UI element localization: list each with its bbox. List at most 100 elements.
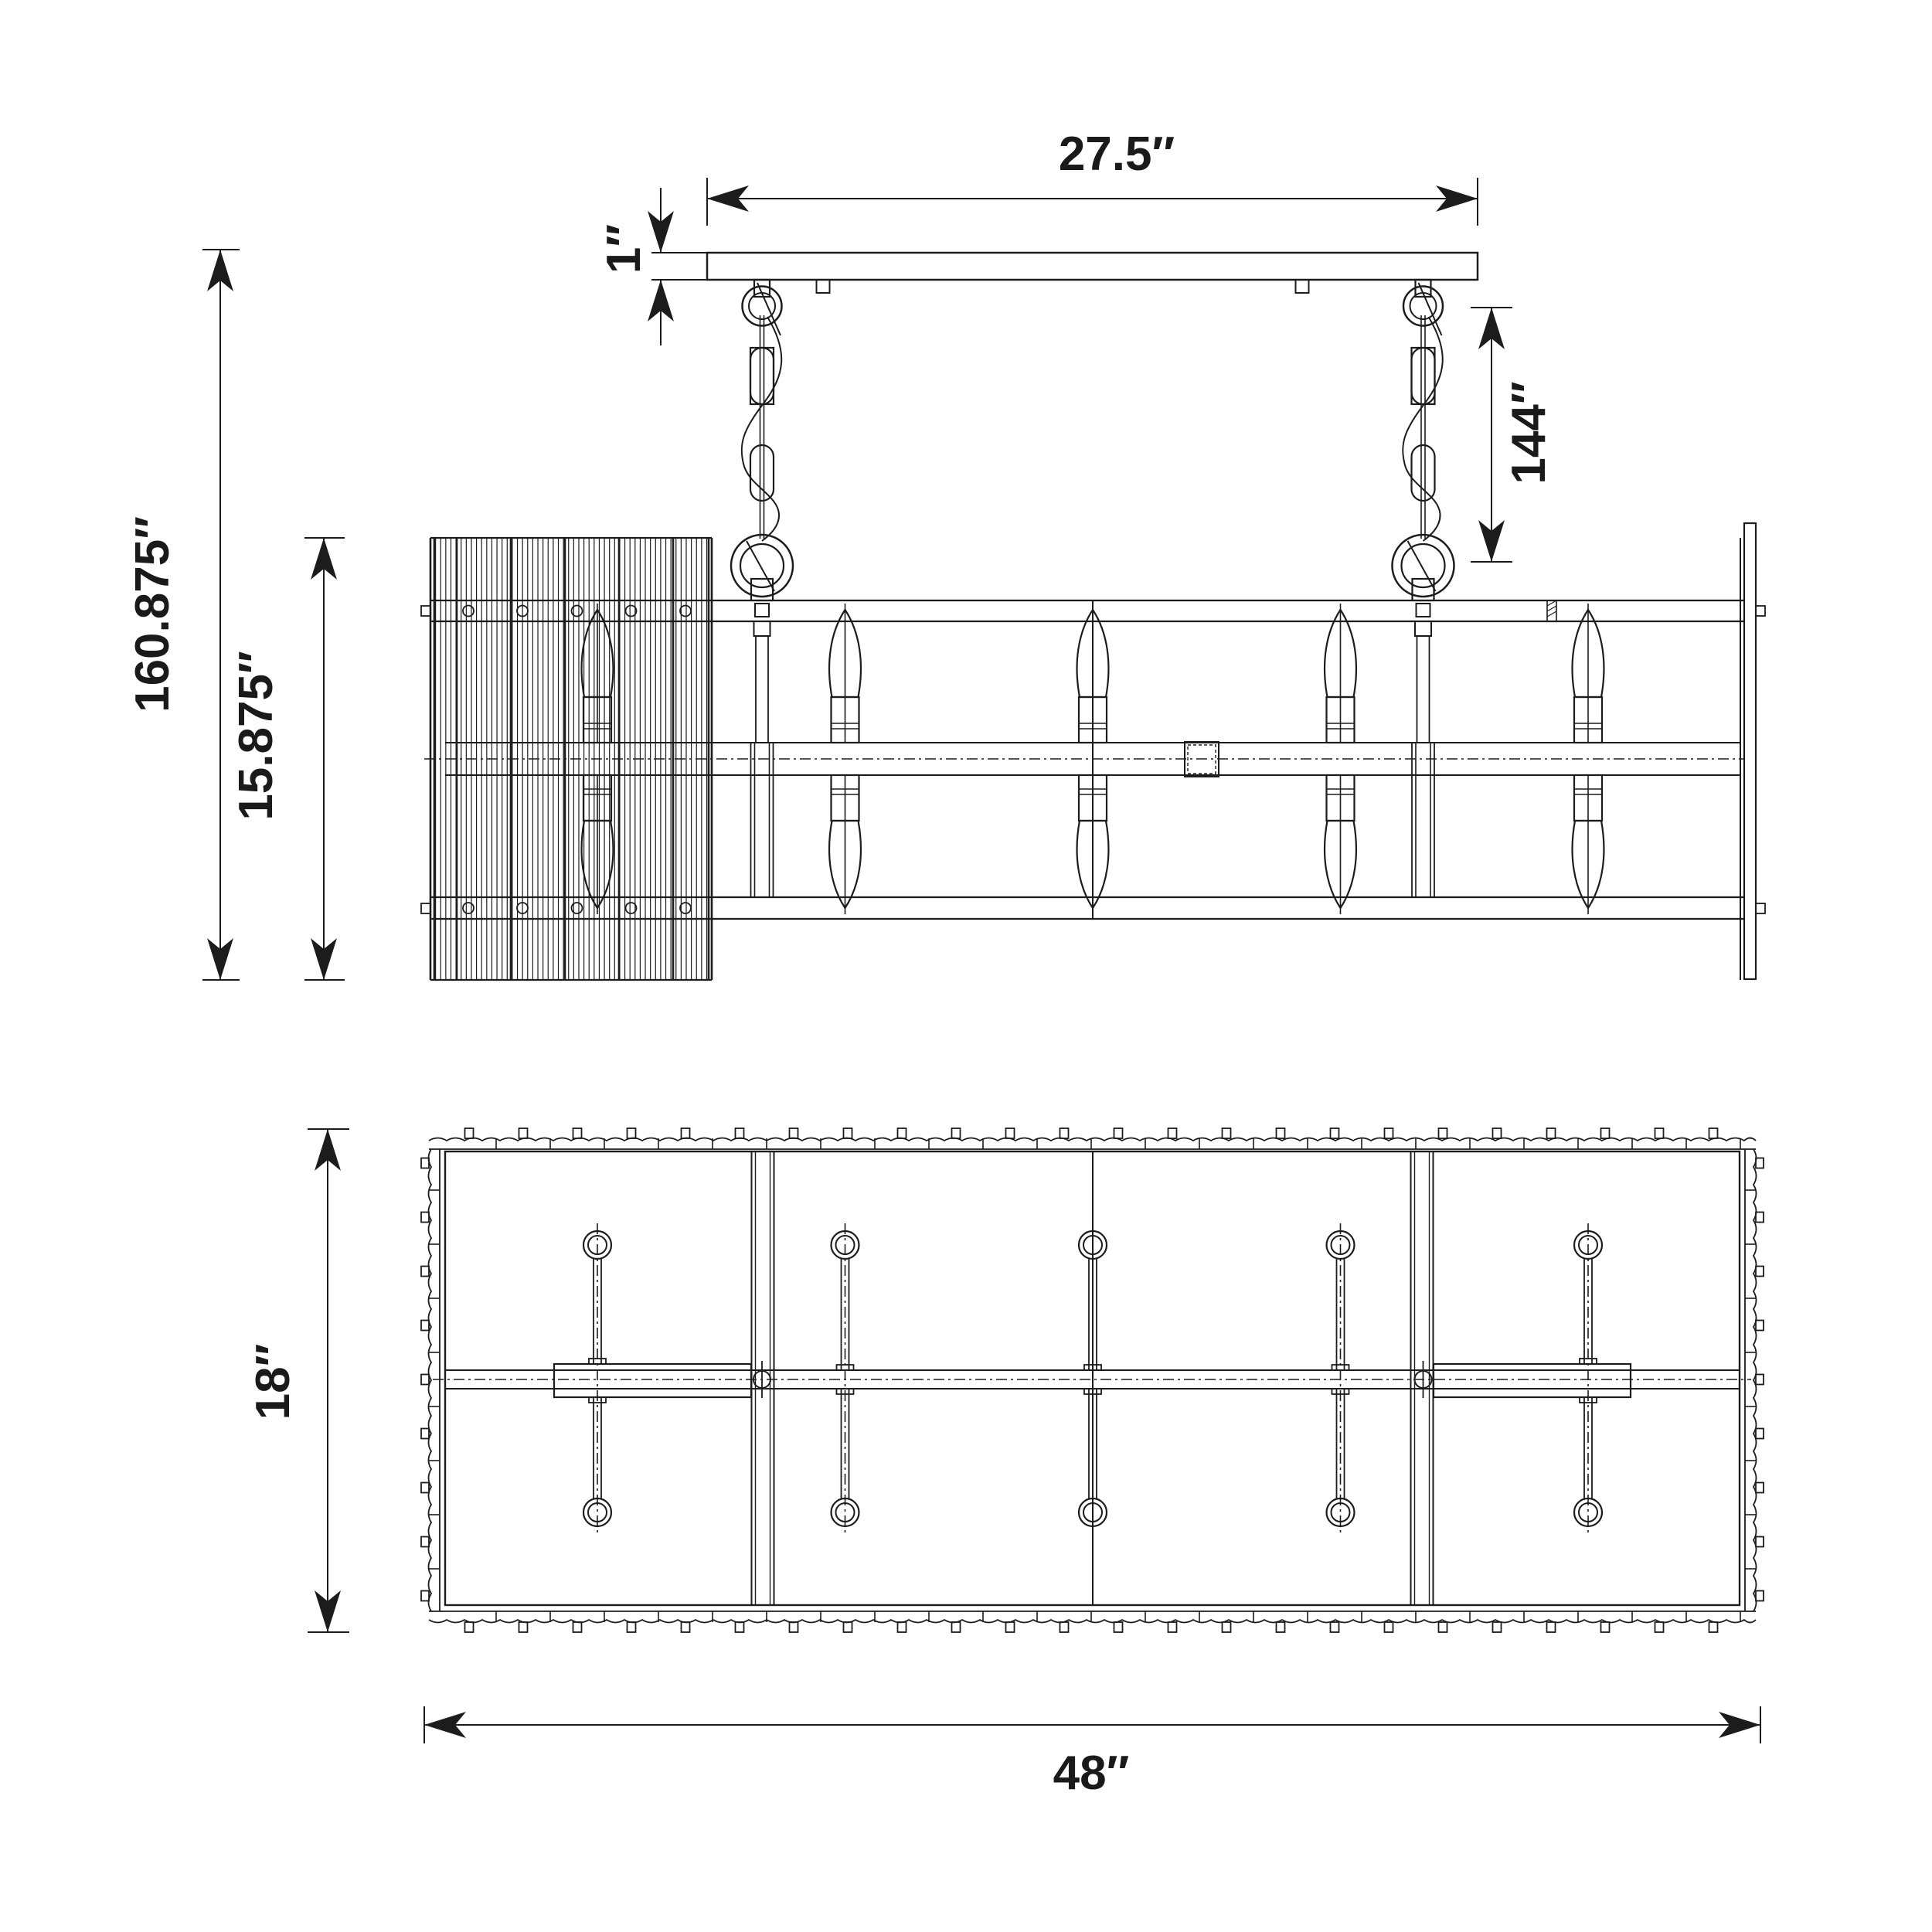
stem-collar xyxy=(753,621,771,637)
plan-tab-left xyxy=(420,1427,430,1440)
plan-tab-left xyxy=(420,1319,430,1332)
plan-tab-bottom xyxy=(1383,1621,1394,1633)
bulb-flame-down xyxy=(1571,819,1605,910)
plan-tab-right xyxy=(1755,1536,1764,1548)
plan-tab-bottom xyxy=(1221,1621,1232,1633)
plan-bulb-ring xyxy=(1325,1230,1355,1260)
dim-overall-height-label: 160.875″ xyxy=(126,516,179,713)
plan-tab-top xyxy=(572,1128,583,1139)
chain-cable-diagonal xyxy=(746,540,775,592)
plan-tab-top xyxy=(788,1128,799,1139)
plan-bulb-ring xyxy=(830,1497,860,1528)
dim-canopy-width-label: 27.5″ xyxy=(1059,128,1175,181)
plan-arm-collar xyxy=(1579,1358,1597,1365)
chain-cable-diagonal xyxy=(1417,282,1443,336)
plan-tab-left xyxy=(420,1373,430,1386)
plan-bulb-ring-inner xyxy=(1083,1235,1103,1255)
dim-arrow-up xyxy=(648,280,674,321)
bulb-flame-down xyxy=(828,819,862,910)
chain-cable xyxy=(1402,316,1444,542)
canopy-bar xyxy=(706,251,1479,281)
plan-tab-left xyxy=(420,1536,430,1548)
frame-end-plate xyxy=(1743,522,1757,981)
dim-chain-length-label: 144″ xyxy=(1502,381,1556,484)
dim-arrow-up xyxy=(315,1129,341,1171)
plan-tab-left xyxy=(420,1157,430,1169)
plan-tab-top xyxy=(1546,1128,1556,1139)
plan-tab-right xyxy=(1755,1265,1764,1277)
plan-bulb-ring xyxy=(1573,1230,1604,1260)
frame-tab-right xyxy=(1755,605,1766,617)
bulb-flame-down xyxy=(580,819,614,910)
plan-tab-bottom xyxy=(626,1621,637,1633)
hatch-line xyxy=(1546,600,1557,607)
dim-arrow-down xyxy=(207,938,233,980)
plan-tab-top xyxy=(1492,1128,1502,1139)
bulb-flame-down xyxy=(1323,819,1358,910)
bulb-socket-up xyxy=(1573,696,1604,744)
dim-canopy-height-label: 1″ xyxy=(597,224,651,274)
bulb-socket-up xyxy=(1325,696,1355,744)
plan-arm-collar xyxy=(1579,1396,1597,1403)
plan-tab-bottom xyxy=(1437,1621,1448,1633)
plan-bulb-ring-inner xyxy=(835,1502,855,1522)
plan-tab-bottom xyxy=(788,1621,799,1633)
plan-tab-top xyxy=(626,1128,637,1139)
dim-arrow-up xyxy=(207,250,233,291)
plan-tab-top xyxy=(1275,1128,1286,1139)
chain-cable-diagonal xyxy=(1406,540,1437,592)
plan-tab-top xyxy=(518,1128,529,1139)
plan-arm-collar xyxy=(1083,1364,1102,1371)
canopy-mount-tab xyxy=(1294,279,1310,294)
plan-rod-strip-right xyxy=(1752,1148,1757,1612)
dim-arrow-down xyxy=(315,1590,341,1632)
plan-bulb-ring xyxy=(1325,1497,1355,1528)
plan-bulb-ring-inner xyxy=(1578,1502,1598,1522)
plan-bulb-ring xyxy=(582,1230,613,1260)
plan-tab-right xyxy=(1755,1373,1764,1386)
dim-body-height-label: 15.875″ xyxy=(230,651,283,820)
plan-bulb-ring-inner xyxy=(1083,1502,1103,1522)
chain-link xyxy=(1410,346,1436,406)
plan-bulb-ring-inner xyxy=(835,1235,855,1255)
plan-tab-top xyxy=(1383,1128,1394,1139)
plan-bulb-ring xyxy=(1573,1497,1604,1528)
plan-tab-left xyxy=(420,1211,430,1223)
plan-mount-plate xyxy=(1432,1362,1632,1399)
hatch-line xyxy=(1546,611,1557,617)
plan-tab-top xyxy=(1059,1128,1070,1139)
chain-top-ring xyxy=(741,285,783,327)
rivet xyxy=(570,604,583,617)
plan-tab-bottom xyxy=(1329,1621,1340,1633)
plan-arm-collar xyxy=(835,1364,855,1371)
plan-tab-top xyxy=(951,1128,961,1139)
stem-collar xyxy=(1414,621,1432,637)
rivet xyxy=(679,902,692,914)
plan-tab-bottom xyxy=(1113,1621,1124,1633)
frame-tab-left xyxy=(420,903,431,914)
plan-tab-bottom xyxy=(842,1621,853,1633)
dim-arrow-down xyxy=(1478,520,1505,562)
rivet xyxy=(516,902,529,914)
junction-box xyxy=(1184,741,1219,777)
rivet xyxy=(516,604,529,617)
bulb-socket-up xyxy=(830,696,860,744)
plan-tab-bottom xyxy=(1059,1621,1070,1633)
dim-arrow-right xyxy=(1436,185,1478,212)
rivet xyxy=(624,604,638,617)
plan-arm-collar xyxy=(1083,1388,1102,1395)
plan-tab-top xyxy=(842,1128,853,1139)
plan-mount-plate xyxy=(553,1362,753,1399)
dimension-labels: 27.5″ 1″ 144″ 160.875″ 15.875″ 18″ 48″ xyxy=(126,128,1556,1800)
drawing-geometry xyxy=(202,178,1766,1743)
plan-arm-collar xyxy=(588,1396,607,1403)
plan-tab-top xyxy=(1708,1128,1719,1139)
plan-tab-top xyxy=(1167,1128,1178,1139)
plan-tab-left xyxy=(420,1265,430,1277)
dim-body-width-label: 48″ xyxy=(1053,1747,1130,1800)
plan-tab-right xyxy=(1755,1427,1764,1440)
chain-cable xyxy=(740,316,783,542)
plan-tab-bottom xyxy=(518,1621,529,1633)
bulb-flame-down xyxy=(1076,819,1110,910)
